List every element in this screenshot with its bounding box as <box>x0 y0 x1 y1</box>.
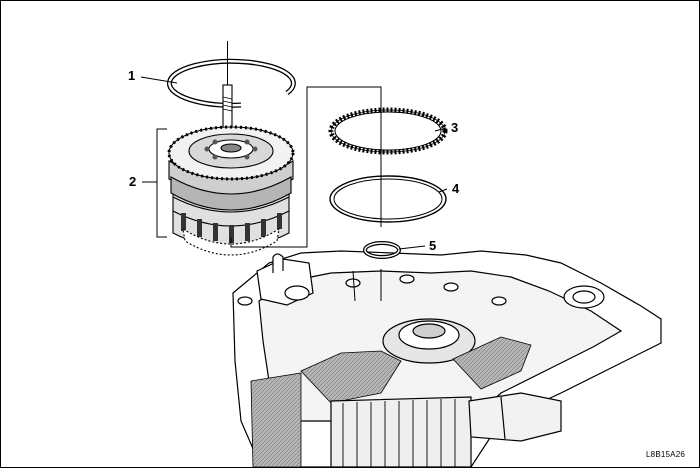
steel-plate <box>328 107 448 155</box>
item-2-bracket <box>156 128 167 238</box>
callout-2: 2 <box>129 174 137 189</box>
callout-4: 4 <box>452 181 460 196</box>
apply-plate <box>329 175 447 223</box>
leader-lines <box>140 76 448 250</box>
thrust-washer <box>363 241 401 259</box>
callout-3: 3 <box>451 120 459 135</box>
transmission-case <box>232 250 662 467</box>
clutch-housing-assembly <box>167 41 295 256</box>
callout-1: 1 <box>128 68 136 83</box>
callout-5: 5 <box>429 238 437 253</box>
figure-code: L8B15A26 <box>646 450 685 459</box>
snap-ring <box>166 58 296 108</box>
